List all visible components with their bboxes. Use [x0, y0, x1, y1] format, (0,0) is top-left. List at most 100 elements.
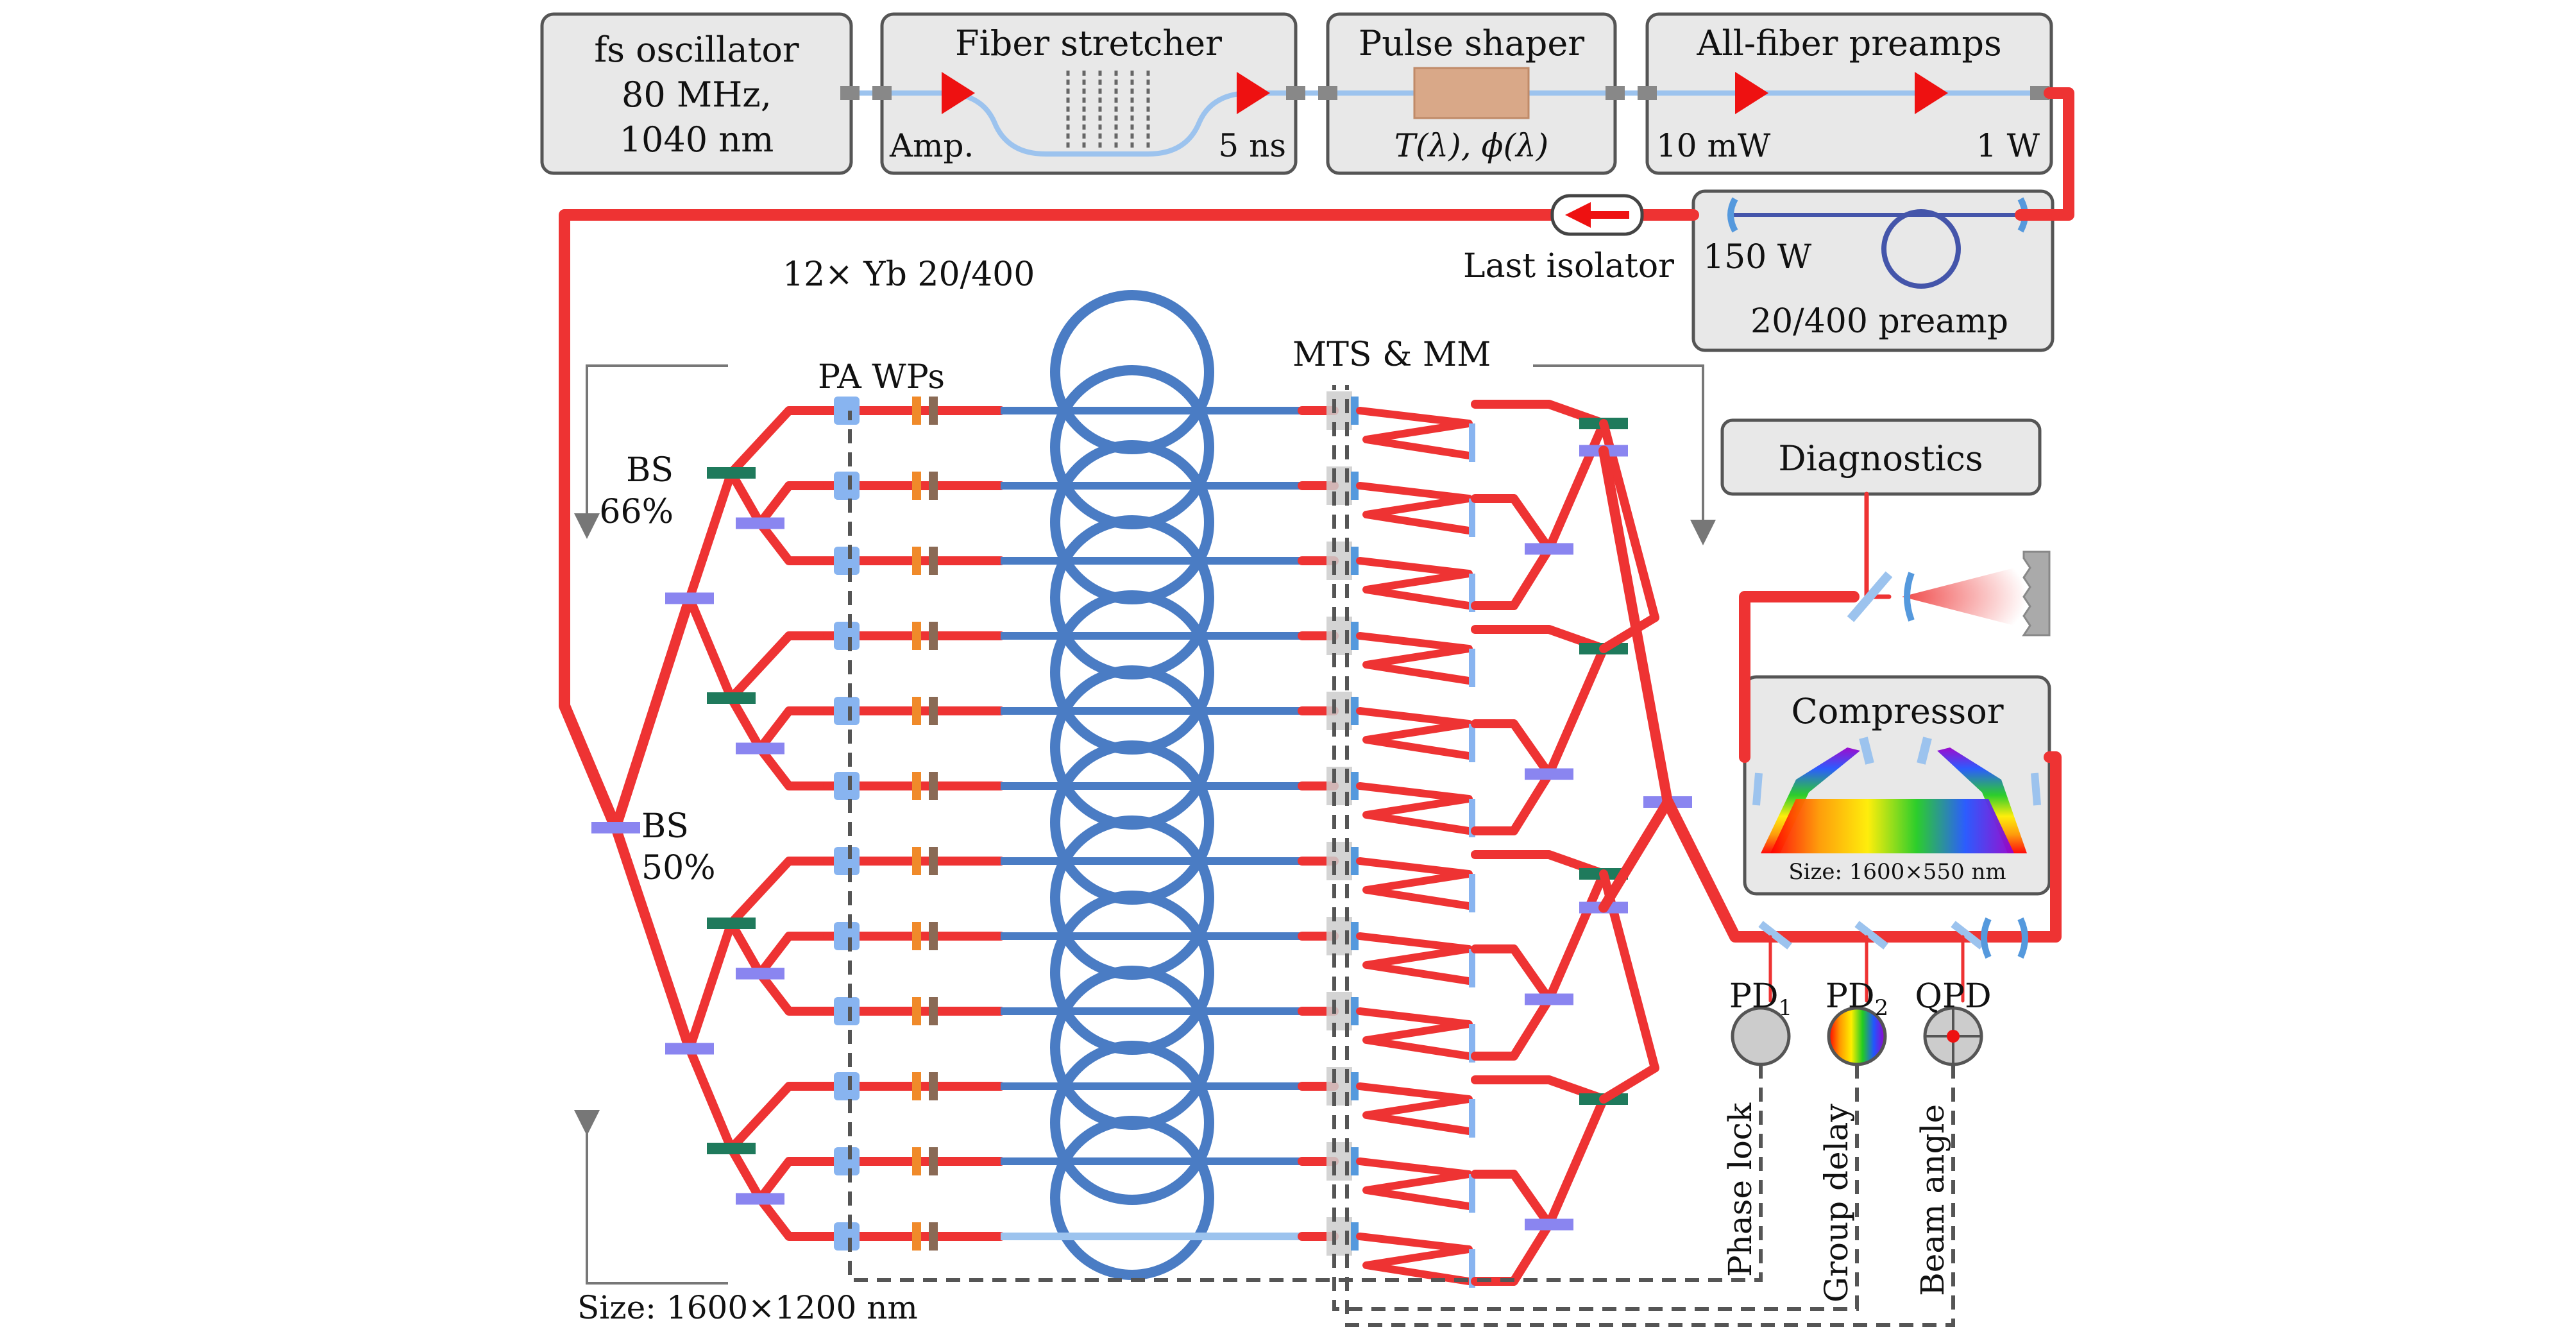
beam-compressor-out: [1739, 591, 1860, 763]
beam-main-input: [559, 209, 1699, 833]
amp-triangle-icon: [1735, 72, 1768, 114]
lens-icon: [1904, 572, 1915, 622]
amplifier-tree: [591, 290, 1692, 1288]
group-delay-feedback: [1332, 385, 1859, 1311]
polarizer-waveplate: [834, 697, 860, 725]
beam-channel: [756, 706, 832, 753]
preamp-2040-title: 20/400 preamp: [1750, 302, 2008, 341]
beam-combine: [1471, 850, 1608, 878]
beam-splitter-66: [707, 692, 756, 704]
compressor-spectrum-base: [1770, 799, 2014, 853]
waveplate-orange: [912, 547, 921, 575]
pd2-label: PD2: [1826, 977, 1888, 1021]
isolator-label: Last isolator: [1463, 247, 1674, 286]
beam-combine: [1471, 944, 1554, 1004]
bs66-label-b: 66%: [599, 493, 674, 531]
compressor-grating: [1917, 737, 1932, 765]
polarizer-waveplate: [834, 772, 860, 800]
pa-wps-label: PA WPs: [818, 358, 945, 397]
yb-fiber-coil: [1050, 1041, 1214, 1205]
polarizer-waveplate: [834, 472, 860, 500]
mts-lens: [1351, 922, 1359, 950]
waveplate-orange: [912, 1222, 921, 1251]
phase-lock-label: Phase lock: [1722, 1102, 1759, 1277]
beam-channel: [756, 932, 832, 978]
waveplate-orange: [912, 1147, 921, 1175]
beam-combine: [1599, 613, 1659, 653]
beam-splitter-66: [707, 1143, 756, 1154]
phase-lock-feedback: [848, 411, 1763, 1282]
beam-splitter-66: [707, 918, 756, 929]
beam-split: [727, 1144, 765, 1204]
waveplate-brown: [929, 1072, 938, 1100]
beam-combine: [1545, 419, 1608, 554]
beam-combine: [1471, 769, 1554, 835]
oscillator-module: fs oscillator 80 MHz, 1040 nm: [540, 12, 853, 175]
compressor-module: Compressor Size: 1600×550 nm: [1743, 675, 2051, 896]
mm-mirror: [1469, 499, 1475, 537]
output-beams: [1662, 591, 2062, 1003]
yb-fiber-coil: [1050, 1116, 1214, 1280]
qpd-label: QPD: [1915, 977, 1991, 1016]
pickoff-mirror: [1847, 571, 1893, 622]
waveplate-orange: [912, 397, 921, 425]
beam-split: [685, 593, 736, 703]
beam-zigzag: [1356, 857, 1473, 910]
beam-combine: [1471, 544, 1554, 610]
beam-channel: [727, 1082, 832, 1153]
bs66-label-a: BS: [626, 451, 674, 490]
beam-combine: [1545, 1095, 1608, 1229]
lens-icon: [1727, 197, 1738, 233]
mts-lens: [1351, 847, 1359, 875]
waveplate-brown: [929, 397, 938, 425]
diagnostics-box: [1720, 418, 2042, 496]
beam-split: [685, 919, 736, 1054]
beam-zigzag: [1356, 1007, 1473, 1060]
isolator: Last isolator: [1463, 194, 1674, 286]
pickoff-mirror: [1951, 921, 1985, 950]
polarizer-waveplate: [834, 547, 860, 575]
mts-lens: [1351, 997, 1359, 1025]
mts-lens: [1351, 622, 1359, 650]
shaper-module: Pulse shaper T(λ), ϕ(λ): [1325, 12, 1618, 175]
waveplate-brown: [929, 697, 938, 725]
fiber-bragg-grating: [1066, 71, 1150, 148]
feedback-lines: [848, 385, 1955, 1327]
mm-mirror: [1469, 1024, 1475, 1063]
beam-splitter-50: [591, 822, 640, 833]
waveplate-orange: [912, 847, 921, 875]
beam-combine: [1545, 869, 1608, 1004]
beam-to-preamp: [2015, 87, 2074, 221]
beam-zigzag: [1356, 707, 1473, 760]
size-main-label: Size: 1600×1200 nm: [577, 1289, 918, 1326]
waveplate-brown: [929, 1222, 938, 1251]
oscillator-line2: 80 MHz,: [622, 74, 772, 115]
size-arrows: [574, 364, 1716, 1285]
beam-combiner: [1525, 768, 1573, 780]
beam-combine: [1471, 400, 1608, 428]
beam-zigzag: [1356, 482, 1473, 534]
waveplate-brown: [929, 622, 938, 650]
mts-lens: [1351, 472, 1359, 500]
compressor-title: Compressor: [1791, 691, 2003, 731]
mts-lens: [1351, 397, 1359, 425]
mts-label: MTS & MM: [1292, 336, 1491, 374]
mts-lens: [1351, 1147, 1359, 1175]
polarizer-waveplate: [834, 622, 860, 650]
waveplate-brown: [929, 997, 938, 1025]
beam-combiner: [1525, 1218, 1573, 1231]
camera-sensor-icon: [2022, 551, 2051, 636]
preamps-title: All-fiber preamps: [1696, 23, 2001, 64]
waveplate-brown: [929, 1147, 938, 1175]
beam-split: [727, 468, 765, 528]
beam-combine: [1471, 625, 1608, 653]
beam-channel: [727, 406, 832, 477]
beam-split: [727, 919, 765, 978]
stretcher-title: Fiber stretcher: [955, 23, 1222, 64]
polarizer-waveplate: [834, 847, 860, 875]
preamps-left-label: 10 mW: [1656, 127, 1771, 164]
waveplate-brown: [929, 547, 938, 575]
waveplate-orange: [912, 1072, 921, 1100]
